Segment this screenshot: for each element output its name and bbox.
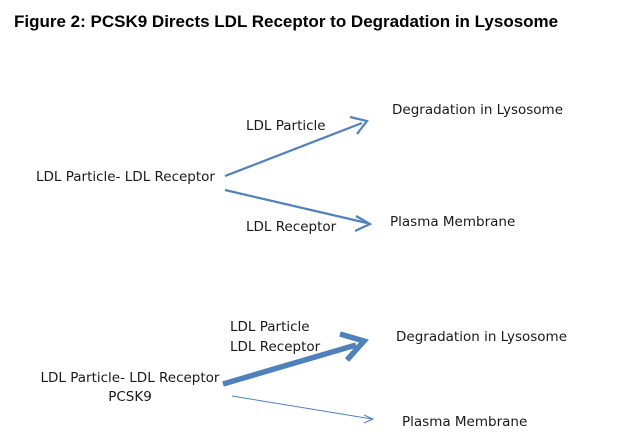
bottom-lower-arrow-shaft — [231, 395, 373, 420]
bottom-lower-arrow-head — [363, 414, 375, 424]
bottom-upper-arrow-shaft — [222, 342, 357, 387]
top-upper-edge-label: LDL Particle — [246, 118, 326, 134]
top-lower-edge-label: LDL Receptor — [246, 219, 337, 235]
bottom-edge-label-line1: LDL Particle — [230, 319, 310, 335]
bottom-edge-label-line2: LDL Receptor — [230, 339, 321, 355]
top-upper-arrow-head — [349, 115, 369, 135]
top-upper-arrow-shaft — [224, 121, 363, 178]
top-lower-arrow-head — [354, 215, 373, 232]
top-lower-arrow-shaft — [224, 188, 368, 225]
top-source-label: LDL Particle- LDL Receptor — [36, 169, 215, 185]
bottom-source-label-line1: LDL Particle- LDL Receptor — [40, 370, 220, 386]
bottom-upper-arrow-head — [339, 331, 369, 362]
top-lower-target-label: Plasma Membrane — [390, 214, 516, 230]
bottom-upper-target-label: Degradation in Lysosome — [396, 329, 567, 345]
top-upper-target-label: Degradation in Lysosome — [392, 102, 563, 118]
figure-title: Figure 2: PCSK9 Directs LDL Receptor to … — [14, 12, 559, 31]
bottom-lower-target-label: Plasma Membrane — [402, 414, 528, 430]
bottom-source-label-line2: PCSK9 — [108, 389, 152, 405]
